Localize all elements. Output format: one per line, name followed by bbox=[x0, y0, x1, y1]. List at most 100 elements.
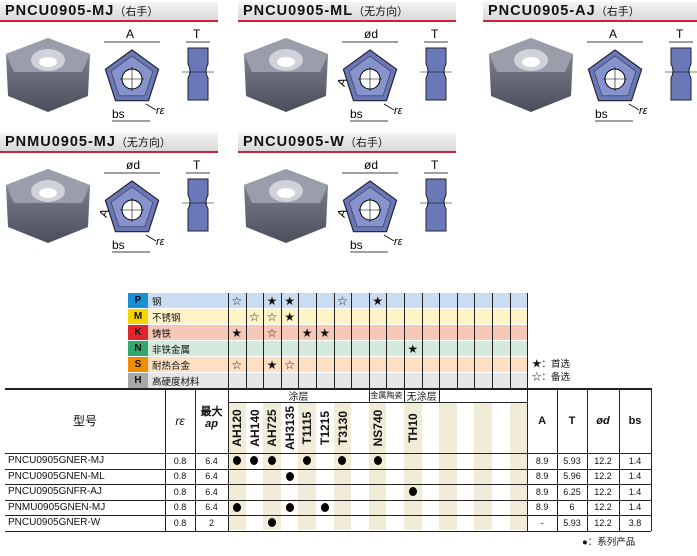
insert-photo bbox=[244, 169, 328, 243]
insert-side-view: T bbox=[420, 27, 452, 101]
dim-main-label: A bbox=[609, 27, 617, 41]
row-od: 12.2 bbox=[594, 517, 612, 528]
material-name: 高硬度材料 bbox=[152, 376, 200, 388]
insert-diagram: ød A bs rε bbox=[336, 27, 403, 122]
row-model: PNCU0905GNER-W bbox=[8, 517, 101, 529]
material-row bbox=[128, 309, 528, 324]
insert-title: PNCU0905-W（右手） bbox=[238, 133, 456, 153]
grade-recommendation-mark: ★ bbox=[284, 309, 295, 324]
material-code-chip: S bbox=[128, 357, 148, 372]
dim-re-label: rε bbox=[394, 236, 403, 248]
insert-side-view: T bbox=[420, 158, 452, 232]
grade-header: TH10 bbox=[406, 413, 420, 443]
grade-recommendation-mark: ☆ bbox=[249, 309, 260, 324]
series-dot bbox=[369, 453, 387, 469]
insert-photo bbox=[6, 169, 90, 243]
row-T: 6 bbox=[569, 502, 575, 513]
header-ap-line1: 最大 bbox=[200, 406, 223, 418]
row-model: PNCU0905GNER-MJ bbox=[8, 455, 105, 467]
series-dot bbox=[281, 500, 299, 516]
dim-bs-label: bs bbox=[112, 238, 125, 252]
grade-recommendation-mark: ★ bbox=[266, 357, 278, 372]
dim-main-label: ød bbox=[364, 158, 378, 172]
grade-recommendation-mark: ★ bbox=[372, 293, 383, 308]
insert-title: PNCU0905-ML（无方向） bbox=[238, 2, 456, 22]
series-dot bbox=[281, 469, 299, 485]
material-code-chip: K bbox=[128, 325, 148, 340]
grade-header: AH3135 bbox=[282, 405, 297, 451]
insert-hand: （右手） bbox=[114, 6, 159, 18]
grade-header: T3130 bbox=[335, 410, 350, 446]
material-row bbox=[128, 325, 528, 340]
insert-side-view: T bbox=[182, 158, 214, 232]
legend-alternative: ☆：备选 bbox=[532, 372, 571, 383]
insert-diagram: ød A bs rε bbox=[336, 158, 403, 253]
material-row bbox=[128, 373, 528, 388]
series-dot bbox=[263, 515, 281, 531]
row-A: 8.9 bbox=[535, 486, 549, 497]
grade-recommendation-mark: ★ bbox=[319, 325, 331, 340]
grade-recommendation-mark: ☆ bbox=[284, 357, 295, 372]
legend-series: ●：系列产品 bbox=[582, 537, 636, 548]
header-re: rε bbox=[175, 413, 185, 428]
row-A: 8.9 bbox=[535, 471, 549, 482]
series-dot bbox=[228, 500, 246, 516]
row-re: 0.8 bbox=[173, 486, 187, 497]
dim-t-label: T bbox=[193, 27, 201, 41]
grade-recommendation-mark: ☆ bbox=[231, 293, 243, 308]
material-code-chip: H bbox=[128, 373, 148, 388]
insert-hand: （右手） bbox=[595, 6, 640, 18]
grade-recommendation-mark: ☆ bbox=[266, 309, 278, 324]
insert-block: PNCU0905-W（右手） ød A bs rε T bbox=[238, 133, 456, 258]
row-ap: 6.4 bbox=[205, 502, 218, 513]
row-T: 6.25 bbox=[563, 486, 581, 497]
dim-bs-label: bs bbox=[350, 107, 363, 121]
grade-column-stripe bbox=[404, 403, 422, 530]
dim-re-label: rε bbox=[156, 236, 165, 248]
dim-re-label: rε bbox=[639, 105, 648, 117]
material-name: 非铁金属 bbox=[152, 344, 191, 356]
header-T: T bbox=[568, 414, 576, 427]
row-bs: 3.8 bbox=[628, 517, 642, 528]
dim-t-label: T bbox=[676, 27, 684, 41]
series-dot bbox=[316, 500, 334, 516]
row-bs: 1.4 bbox=[628, 471, 642, 482]
insert-title: PNCU0905-AJ（右手） bbox=[483, 2, 697, 22]
grade-column-stripe bbox=[263, 403, 281, 530]
row-bs: 1.4 bbox=[628, 486, 642, 497]
series-dot bbox=[298, 453, 316, 469]
row-ap: 6.4 bbox=[205, 455, 218, 466]
grade-header: T1215 bbox=[318, 410, 332, 446]
row-od: 12.2 bbox=[594, 502, 612, 513]
row-model: PNCU0905GNFR-AJ bbox=[8, 486, 102, 498]
row-od: 12.2 bbox=[594, 486, 612, 497]
header-A: A bbox=[538, 414, 547, 427]
row-A: - bbox=[540, 517, 544, 528]
insert-code: PNCU0905-ML bbox=[243, 3, 354, 19]
row-model: PNMU0905GNEN-MJ bbox=[8, 501, 106, 513]
grade-column-stripe bbox=[368, 403, 387, 530]
dim-bs-label: bs bbox=[350, 238, 363, 252]
material-code-chip: M bbox=[128, 309, 148, 324]
series-dot bbox=[228, 453, 246, 469]
row-T: 5.96 bbox=[563, 471, 581, 482]
material-name: 不锈钢 bbox=[152, 312, 181, 324]
insert-hand: （无方向） bbox=[353, 6, 409, 18]
material-code-chip: N bbox=[128, 341, 148, 356]
material-row bbox=[128, 341, 528, 356]
dim-main-label: ød bbox=[126, 158, 140, 172]
row-T: 5.93 bbox=[563, 455, 581, 466]
grade-column-stripe bbox=[474, 403, 492, 530]
material-name: 耐热合金 bbox=[152, 360, 191, 372]
dim-main-label: ød bbox=[364, 27, 378, 41]
dim-re-label: rε bbox=[156, 105, 165, 117]
grade-group-header: 无涂层 bbox=[406, 391, 437, 403]
grade-recommendation-mark: ★ bbox=[407, 341, 419, 356]
row-ap: 6.4 bbox=[205, 471, 218, 482]
insert-diagram: ød A bs rε bbox=[98, 158, 165, 253]
dim-bs-label: bs bbox=[595, 107, 608, 121]
grade-group-header: 涂层 bbox=[288, 391, 309, 403]
series-dot bbox=[334, 453, 352, 469]
insert-hand: （右手） bbox=[344, 137, 389, 149]
